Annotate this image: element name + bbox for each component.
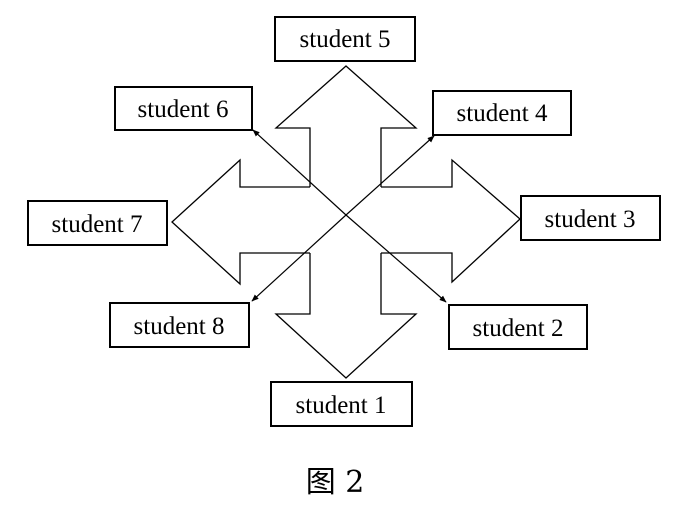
student-8-box: student 8: [109, 302, 250, 348]
student-6-box: student 6: [114, 86, 253, 131]
diagonal-arrow-to-student-4: [345, 135, 435, 216]
student-7-box: student 7: [27, 200, 168, 246]
student-3-label: student 3: [545, 206, 636, 233]
student-5-box: student 5: [274, 16, 416, 62]
student-8-label: student 8: [134, 313, 225, 340]
student-7-label: student 7: [52, 211, 143, 238]
student-5-label: student 5: [300, 26, 391, 53]
student-1-box: student 1: [270, 381, 413, 427]
student-6-label: student 6: [138, 96, 229, 123]
student-2-label: student 2: [473, 315, 564, 342]
arrow-down-outline: [274, 253, 418, 379]
arrow-up-outline: [274, 65, 418, 187]
diagonal-arrow-to-student-2: [345, 214, 447, 303]
student-4-box: student 4: [432, 90, 572, 136]
diagonal-arrow-to-student-6: [252, 129, 347, 216]
student-4-label: student 4: [457, 100, 548, 127]
student-1-label: student 1: [296, 392, 387, 419]
student-2-box: student 2: [448, 304, 588, 350]
figure-caption: 图 2: [306, 465, 365, 500]
diagonal-arrow-to-student-8: [251, 214, 347, 302]
arrow-left-outline: [171, 158, 310, 286]
student-3-box: student 3: [520, 195, 661, 241]
